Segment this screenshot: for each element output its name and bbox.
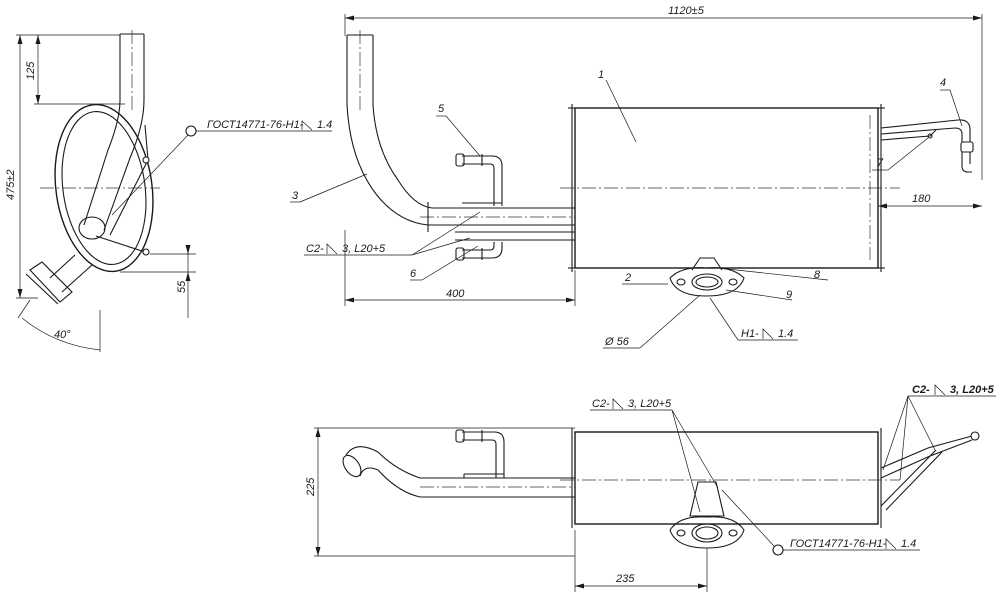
callout-5: 5 [438, 103, 445, 115]
dim-bottom-offset: 55 [176, 280, 188, 293]
plan-view: 225 235 [305, 384, 996, 592]
weld-c2-bottom-mid: С2- [592, 398, 610, 410]
dim-flange-diameter: Ø 56 [604, 336, 630, 348]
weld-h1-front-leg: 1.4 [778, 328, 793, 340]
callout-1: 1 [598, 69, 604, 81]
dim-total-length: 1120±5 [668, 5, 705, 17]
callout-4: 4 [940, 77, 946, 89]
front-view: 1120±5 [290, 5, 983, 349]
dim-bottom-height: 225 [305, 477, 317, 497]
dim-top-offset: 125 [25, 61, 37, 80]
callout-2: 2 [624, 272, 631, 284]
callout-9: 9 [786, 289, 792, 301]
weld-gost-bottom: ГОСТ14771-76-Н1- [790, 538, 887, 550]
weld-c2-bottom-mid-spec: 3, L20+5 [628, 398, 672, 410]
weld-c2-front: С2- [306, 243, 324, 255]
weld-gost-bottom-leg: 1.4 [901, 538, 916, 550]
dim-bracket-offset: 235 [615, 573, 635, 585]
callout-7: 7 [877, 157, 884, 169]
weld-gost-top-leg: 1.4 [317, 119, 332, 131]
callout-3: 3 [292, 190, 299, 202]
weld-gost-top: ГОСТ14771-76-Н1- [207, 119, 304, 131]
weld-c2-bottom-right-spec: 3, L20+5 [950, 384, 995, 396]
weld-c2-bottom-right: С2- [912, 384, 930, 396]
callout-6: 6 [410, 268, 417, 280]
dim-angle: 40° [54, 329, 71, 341]
weld-c2-front-spec: 3, L20+5 [342, 243, 386, 255]
weld-h1-front: Н1- [741, 328, 759, 340]
dim-outlet-length: 180 [912, 193, 931, 205]
dim-inlet-length: 400 [446, 288, 465, 300]
dim-height-left: 475±2 [5, 169, 17, 200]
side-view: 475±2 125 55 [5, 30, 332, 352]
callout-8: 8 [814, 269, 821, 281]
